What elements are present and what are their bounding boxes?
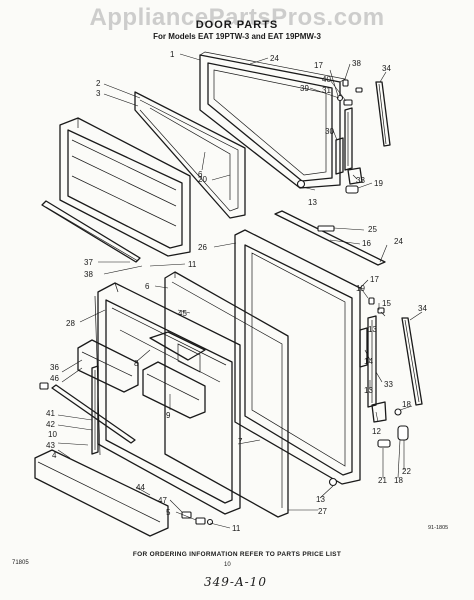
diagram-title: DOOR PARTS <box>195 19 279 31</box>
freezer-gasket <box>199 51 346 189</box>
callout-2: 2 <box>96 79 101 88</box>
callout-33: 36 <box>50 363 59 372</box>
drawing-code: 91-1805 <box>428 525 449 531</box>
callout-38: 38 <box>352 59 361 68</box>
callout-11-mid: 11 <box>188 260 197 269</box>
callout-15: 14 <box>364 357 373 366</box>
callout-22: 21 <box>378 476 387 485</box>
callout-41: 41 <box>46 409 55 418</box>
callout-16: 15 <box>382 299 391 308</box>
left-code: 71805 <box>12 560 29 566</box>
callout-4: 4 <box>52 451 57 460</box>
callout-8: 8 <box>134 359 139 368</box>
callout-20-bottom: 19 <box>356 284 365 293</box>
callout-13-bottom: 13 <box>316 495 325 504</box>
callout-18-bottom: 17 <box>370 275 379 284</box>
callout-24: 22 <box>402 467 411 476</box>
model-subtitle: For Models EAT 19PTW-3 and EAT 19PMW-3 <box>153 32 321 41</box>
callout-37: 38 <box>84 270 93 279</box>
freezer-hinge-hardware <box>296 79 363 194</box>
callout-13-mid: 13 <box>368 325 377 334</box>
callout-35-top: 33 <box>356 176 365 185</box>
freezer-handle-rod <box>375 81 391 147</box>
callout-labels: 1 2 3 24 17 38 40 39 31 34 30 6 20 33 19… <box>46 50 427 533</box>
callout-17: 16 <box>362 239 371 248</box>
callout-3: 3 <box>96 89 101 98</box>
callout-45: 45 <box>178 309 187 318</box>
freezer-inner-panel <box>134 91 246 219</box>
fresh-food-handle-rod <box>401 317 423 406</box>
freezer-outer-door <box>59 117 191 257</box>
leader-lines <box>57 53 423 529</box>
watermark: AppliancePartsPros.com <box>89 4 385 31</box>
callout-1: 1 <box>170 50 175 59</box>
callout-36: 37 <box>84 258 93 267</box>
callout-46: 46 <box>50 374 59 383</box>
callout-39: 39 <box>300 84 309 93</box>
callout-43: 44 <box>136 483 145 492</box>
callout-5: 5 <box>166 508 171 517</box>
callout-34-top: 34 <box>382 64 391 73</box>
callout-30: 30 <box>325 127 334 136</box>
callout-6-bottom: 6 <box>145 282 150 291</box>
callout-27: 26 <box>198 243 207 252</box>
door-shelves <box>77 331 206 419</box>
callout-19-right: 18 <box>402 400 411 409</box>
callout-44: 43 <box>46 441 55 450</box>
callout-19-bottom: 18 <box>394 476 403 485</box>
bottom-hinge-hardware <box>181 477 338 526</box>
fresh-food-top-strip <box>274 210 386 266</box>
callout-28: 27 <box>318 507 327 516</box>
callout-25: 24 <box>270 54 279 63</box>
callout-26: 25 <box>368 225 377 234</box>
ordering-note: FOR ORDERING INFORMATION REFER TO PARTS … <box>132 551 342 558</box>
callout-20: 19 <box>374 179 383 188</box>
freezer-trim-strip <box>41 200 141 263</box>
page-number: 10 <box>224 562 231 568</box>
fresh-food-gasket <box>234 229 361 485</box>
callout-47: 47 <box>158 496 167 505</box>
callout-29: 28 <box>66 319 75 328</box>
callout-40: 40 <box>322 75 331 84</box>
callout-7: 7 <box>238 437 243 446</box>
callout-12: 12 <box>372 427 381 436</box>
callout-6-top: 6 <box>198 170 203 179</box>
callout-9: 9 <box>166 411 171 420</box>
callout-18: 17 <box>314 61 323 70</box>
fresh-food-hinge-hardware <box>359 297 409 448</box>
fresh-food-outer-door <box>164 271 289 518</box>
callout-21: 20 <box>198 175 207 184</box>
callout-14: 13 <box>364 386 373 395</box>
callout-42: 42 <box>46 420 55 429</box>
fresh-food-inner-liner <box>94 282 241 515</box>
handwritten-note: 349-A-10 <box>204 575 267 589</box>
callout-35-bottom: 33 <box>384 380 393 389</box>
bottom-door-shelf <box>34 449 169 537</box>
callout-11-bottom: 11 <box>232 524 241 533</box>
shelf-side-rails <box>39 365 136 455</box>
callout-25-bottom: 24 <box>394 237 403 246</box>
callout-10: 10 <box>48 430 57 439</box>
callout-34-bottom: 34 <box>418 304 427 313</box>
callout-31: 31 <box>322 86 331 95</box>
callout-13-top: 13 <box>308 198 317 207</box>
